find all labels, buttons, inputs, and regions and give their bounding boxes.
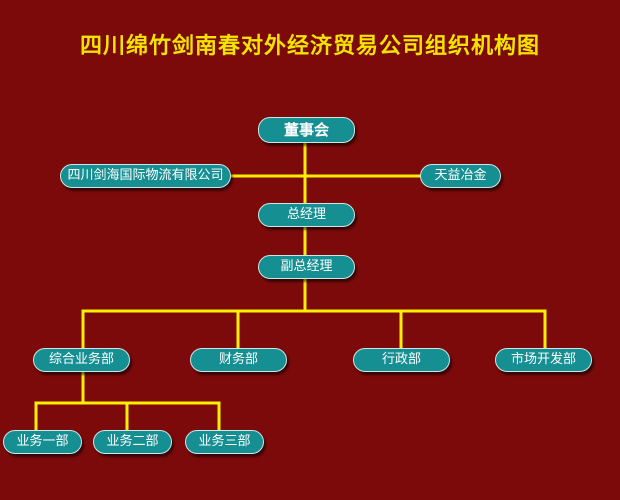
general-affairs-node: 综合业务部: [33, 348, 130, 372]
business-dept-1-node: 业务一部: [3, 430, 82, 454]
administration-node: 行政部: [353, 348, 450, 372]
metallurgy-node: 天益冶金: [420, 164, 501, 188]
chart-title: 四川绵竹剑南春对外经济贸易公司组织机构图: [79, 34, 540, 59]
deputy-manager-node: 副总经理: [258, 255, 355, 279]
market-development-node: 市场开发部: [495, 348, 592, 372]
board-node: 董事会: [258, 117, 355, 143]
business-dept-3-node: 业务三部: [185, 430, 264, 454]
general-manager-node: 总经理: [258, 203, 355, 227]
logistics-company-node: 四川剑海国际物流有限公司: [60, 164, 231, 188]
finance-node: 财务部: [190, 348, 287, 372]
business-dept-2-node: 业务二部: [93, 430, 172, 454]
